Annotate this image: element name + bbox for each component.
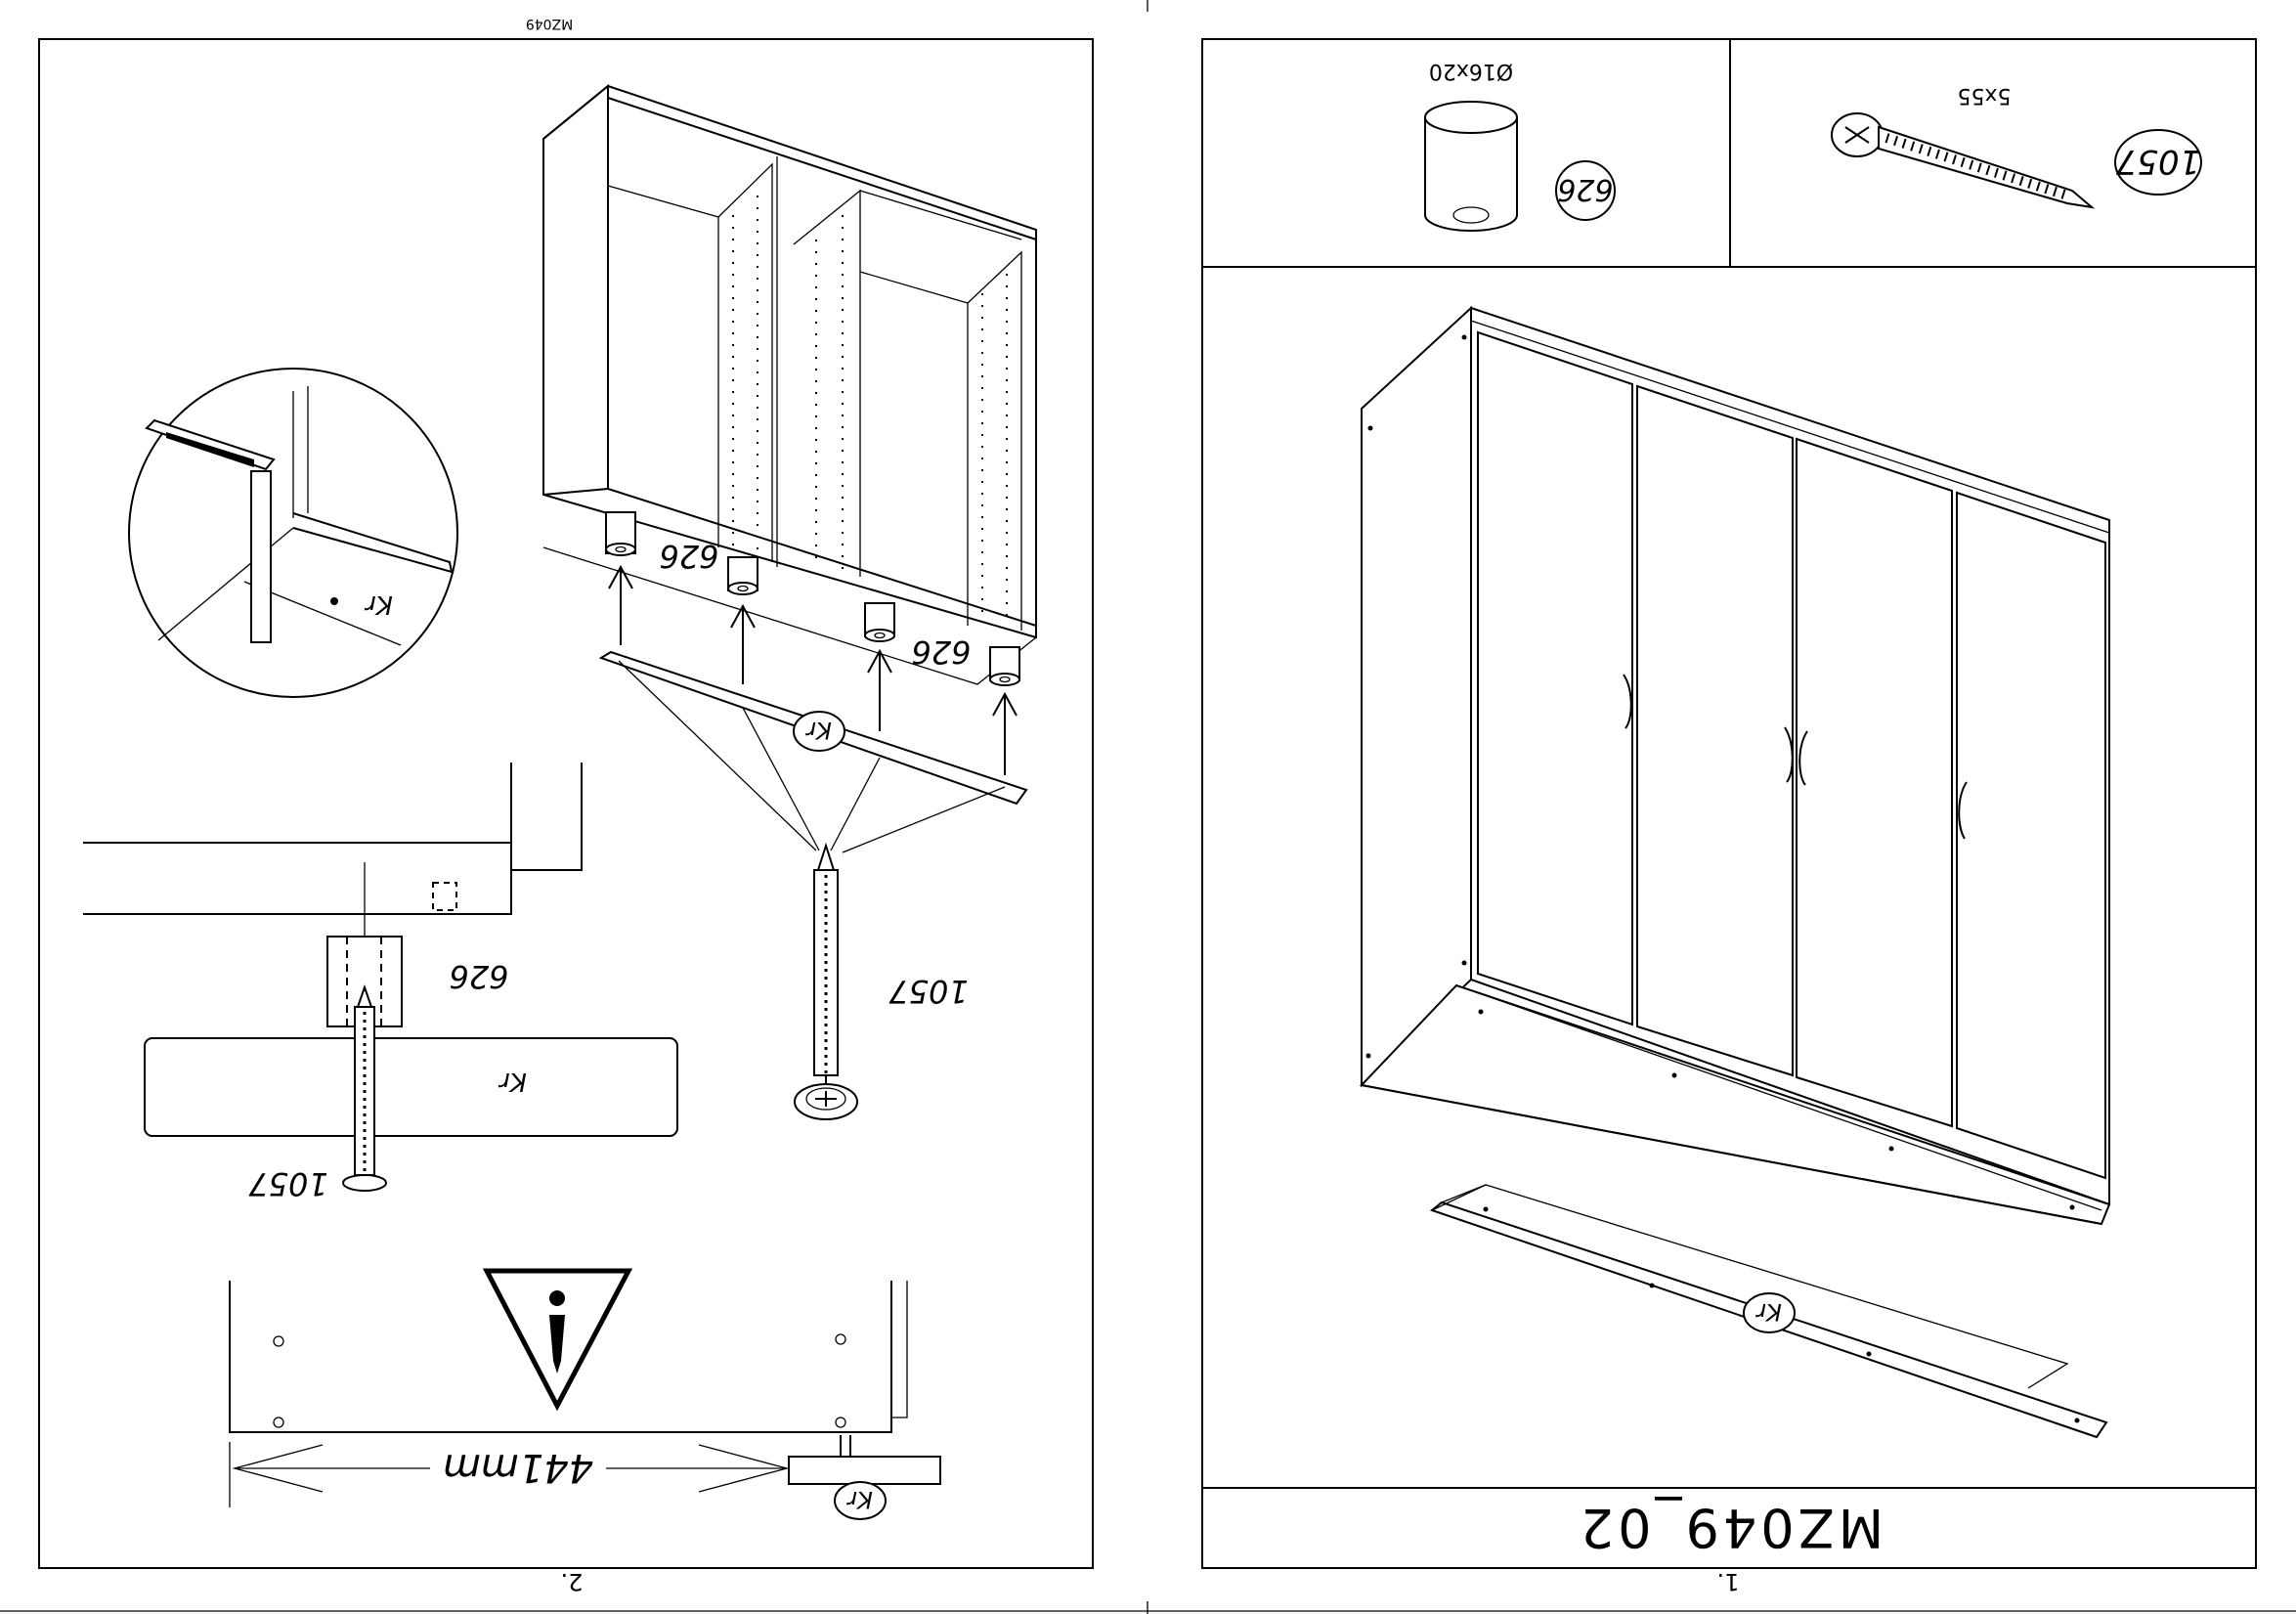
dimension-441mm: 441mm	[443, 1445, 593, 1490]
part-626-size: Ø16x20	[1429, 59, 1513, 83]
part-1057-item: 5x55 1057	[1832, 83, 2201, 207]
foot-626-2	[728, 557, 758, 594]
part-626-item: Ø16x20 626	[1425, 59, 1615, 231]
screw-leader-lines	[619, 661, 1005, 852]
part-1057-size: 5x55	[1957, 83, 2011, 108]
detail-1057: 1057	[248, 1165, 328, 1202]
dim-badge-kr: Kr	[845, 1486, 873, 1513]
foot-626-1	[606, 512, 635, 555]
foot-626-3	[865, 603, 894, 641]
foot-626-4	[990, 647, 1019, 685]
model-label: MZ049_02	[1577, 1497, 1884, 1558]
screw-1057-large	[795, 846, 857, 1119]
wardrobe-carcass	[543, 86, 1036, 684]
detail-626: 626	[449, 958, 508, 995]
plinth-board-step1: Kr	[1432, 1185, 2106, 1437]
callout-626-b: 626	[911, 633, 971, 671]
callout-1057-screw: 1057	[888, 973, 969, 1010]
zoom-label-kr: Kr	[364, 589, 393, 619]
plinth-badge-kr-step1: Kr	[1754, 1298, 1782, 1326]
svg-text:Kr: Kr	[804, 717, 832, 744]
document-code: MZ049	[526, 16, 573, 31]
part-626-id: 626	[1557, 172, 1613, 206]
panel-label-kr: Kr	[498, 1067, 527, 1096]
side-section-detail: Kr 626 1057	[83, 763, 677, 1202]
plinth-badge-kr: Kr	[794, 712, 845, 751]
right-page-number: 1.	[1717, 1568, 1740, 1595]
part-1057-id: 1057	[2115, 142, 2200, 181]
wardrobe-front	[1362, 308, 2109, 1224]
callout-626-a: 626	[659, 538, 718, 575]
left-page-number: 2.	[561, 1568, 584, 1595]
zoom-detail: Kr	[129, 369, 457, 697]
